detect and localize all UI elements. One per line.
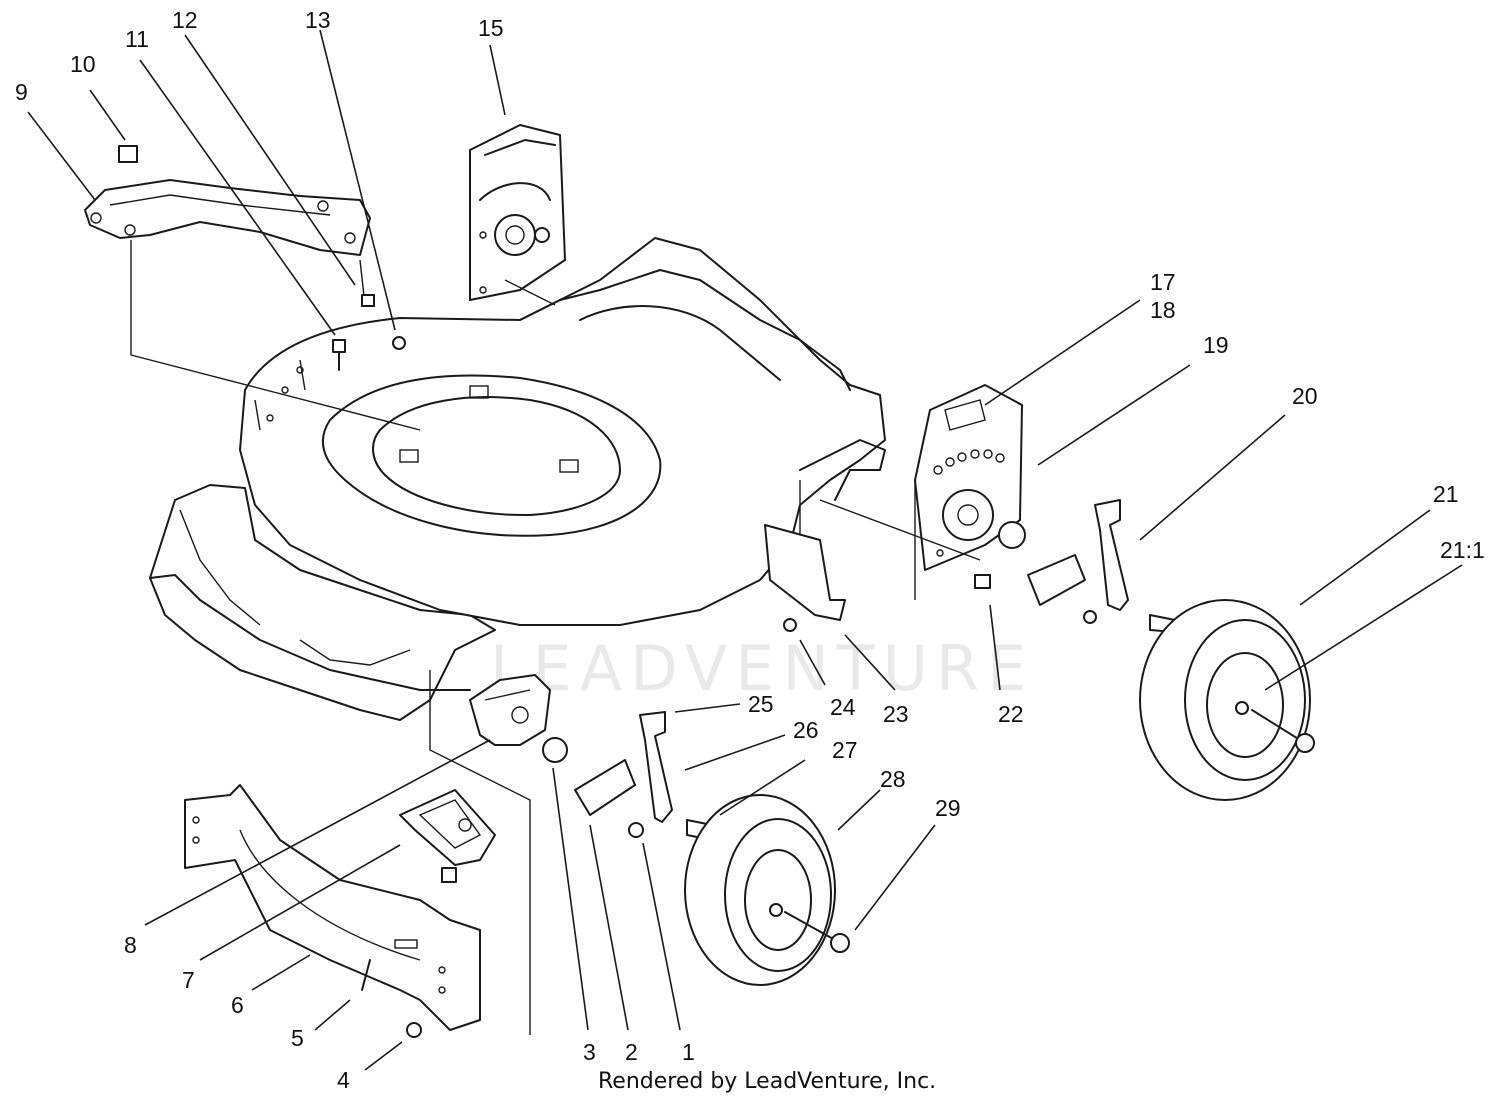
baffle-plate <box>84 179 371 256</box>
callout-9: 9 <box>15 79 28 105</box>
side-bracket <box>764 524 846 621</box>
leader-lines <box>27 29 1463 1071</box>
nut <box>406 1022 422 1038</box>
callout-15: 15 <box>478 15 504 41</box>
callout-labels: 1 2 3 4 5 6 7 8 9 10 11 12 13 15 17 18 1… <box>15 7 1485 1093</box>
callout-10: 10 <box>70 51 96 77</box>
alignment-line <box>130 240 421 431</box>
callout-27: 27 <box>832 737 858 763</box>
callout-25: 25 <box>748 691 774 717</box>
callout-18: 18 <box>1150 297 1176 323</box>
height-lever <box>1094 499 1129 611</box>
rear-wheel <box>1139 599 1315 801</box>
screw <box>361 959 371 991</box>
callout-26: 26 <box>793 717 819 743</box>
callout-3: 3 <box>583 1039 596 1065</box>
callout-6: 6 <box>231 992 244 1018</box>
rear-height-bracket <box>469 124 566 301</box>
front-wheel <box>684 794 850 986</box>
bolt <box>974 574 991 589</box>
mulch-plug <box>399 789 496 883</box>
callout-23: 23 <box>883 701 909 727</box>
mower-deck-housing <box>149 237 886 721</box>
washer <box>628 822 644 838</box>
washer <box>1083 610 1097 624</box>
alignment-line <box>504 279 556 306</box>
callout-2: 2 <box>625 1039 638 1065</box>
callout-22: 22 <box>998 701 1024 727</box>
callout-4: 4 <box>337 1067 350 1093</box>
credit-text: Rendered by LeadVenture, Inc. <box>598 1069 937 1094</box>
callout-17: 17 <box>1150 269 1176 295</box>
callout-28: 28 <box>880 766 906 792</box>
callout-8: 8 <box>124 932 137 958</box>
watermark-text: LEADVENTURE <box>490 632 1034 705</box>
callout-21-1: 21:1 <box>1440 537 1485 563</box>
callout-11: 11 <box>125 26 149 52</box>
washer <box>998 521 1026 549</box>
callout-20: 20 <box>1292 383 1318 409</box>
spacer-washer <box>542 737 568 763</box>
screw-set <box>332 294 406 371</box>
spacer-plate <box>1027 554 1086 606</box>
callout-12: 12 <box>172 7 198 33</box>
callout-13: 13 <box>305 7 331 33</box>
front-adjuster-bracket <box>469 674 551 746</box>
callout-21: 21 <box>1433 481 1459 507</box>
nut <box>783 618 797 632</box>
clip-nut <box>118 145 138 163</box>
front-spacer-plate <box>574 759 636 816</box>
alignment-line <box>429 670 531 1035</box>
callout-19: 19 <box>1203 332 1229 358</box>
callout-29: 29 <box>935 795 961 821</box>
callout-1: 1 <box>682 1039 695 1065</box>
callout-24: 24 <box>830 694 856 720</box>
callout-7: 7 <box>182 967 195 993</box>
front-height-lever <box>639 711 673 823</box>
callout-5: 5 <box>291 1025 304 1051</box>
